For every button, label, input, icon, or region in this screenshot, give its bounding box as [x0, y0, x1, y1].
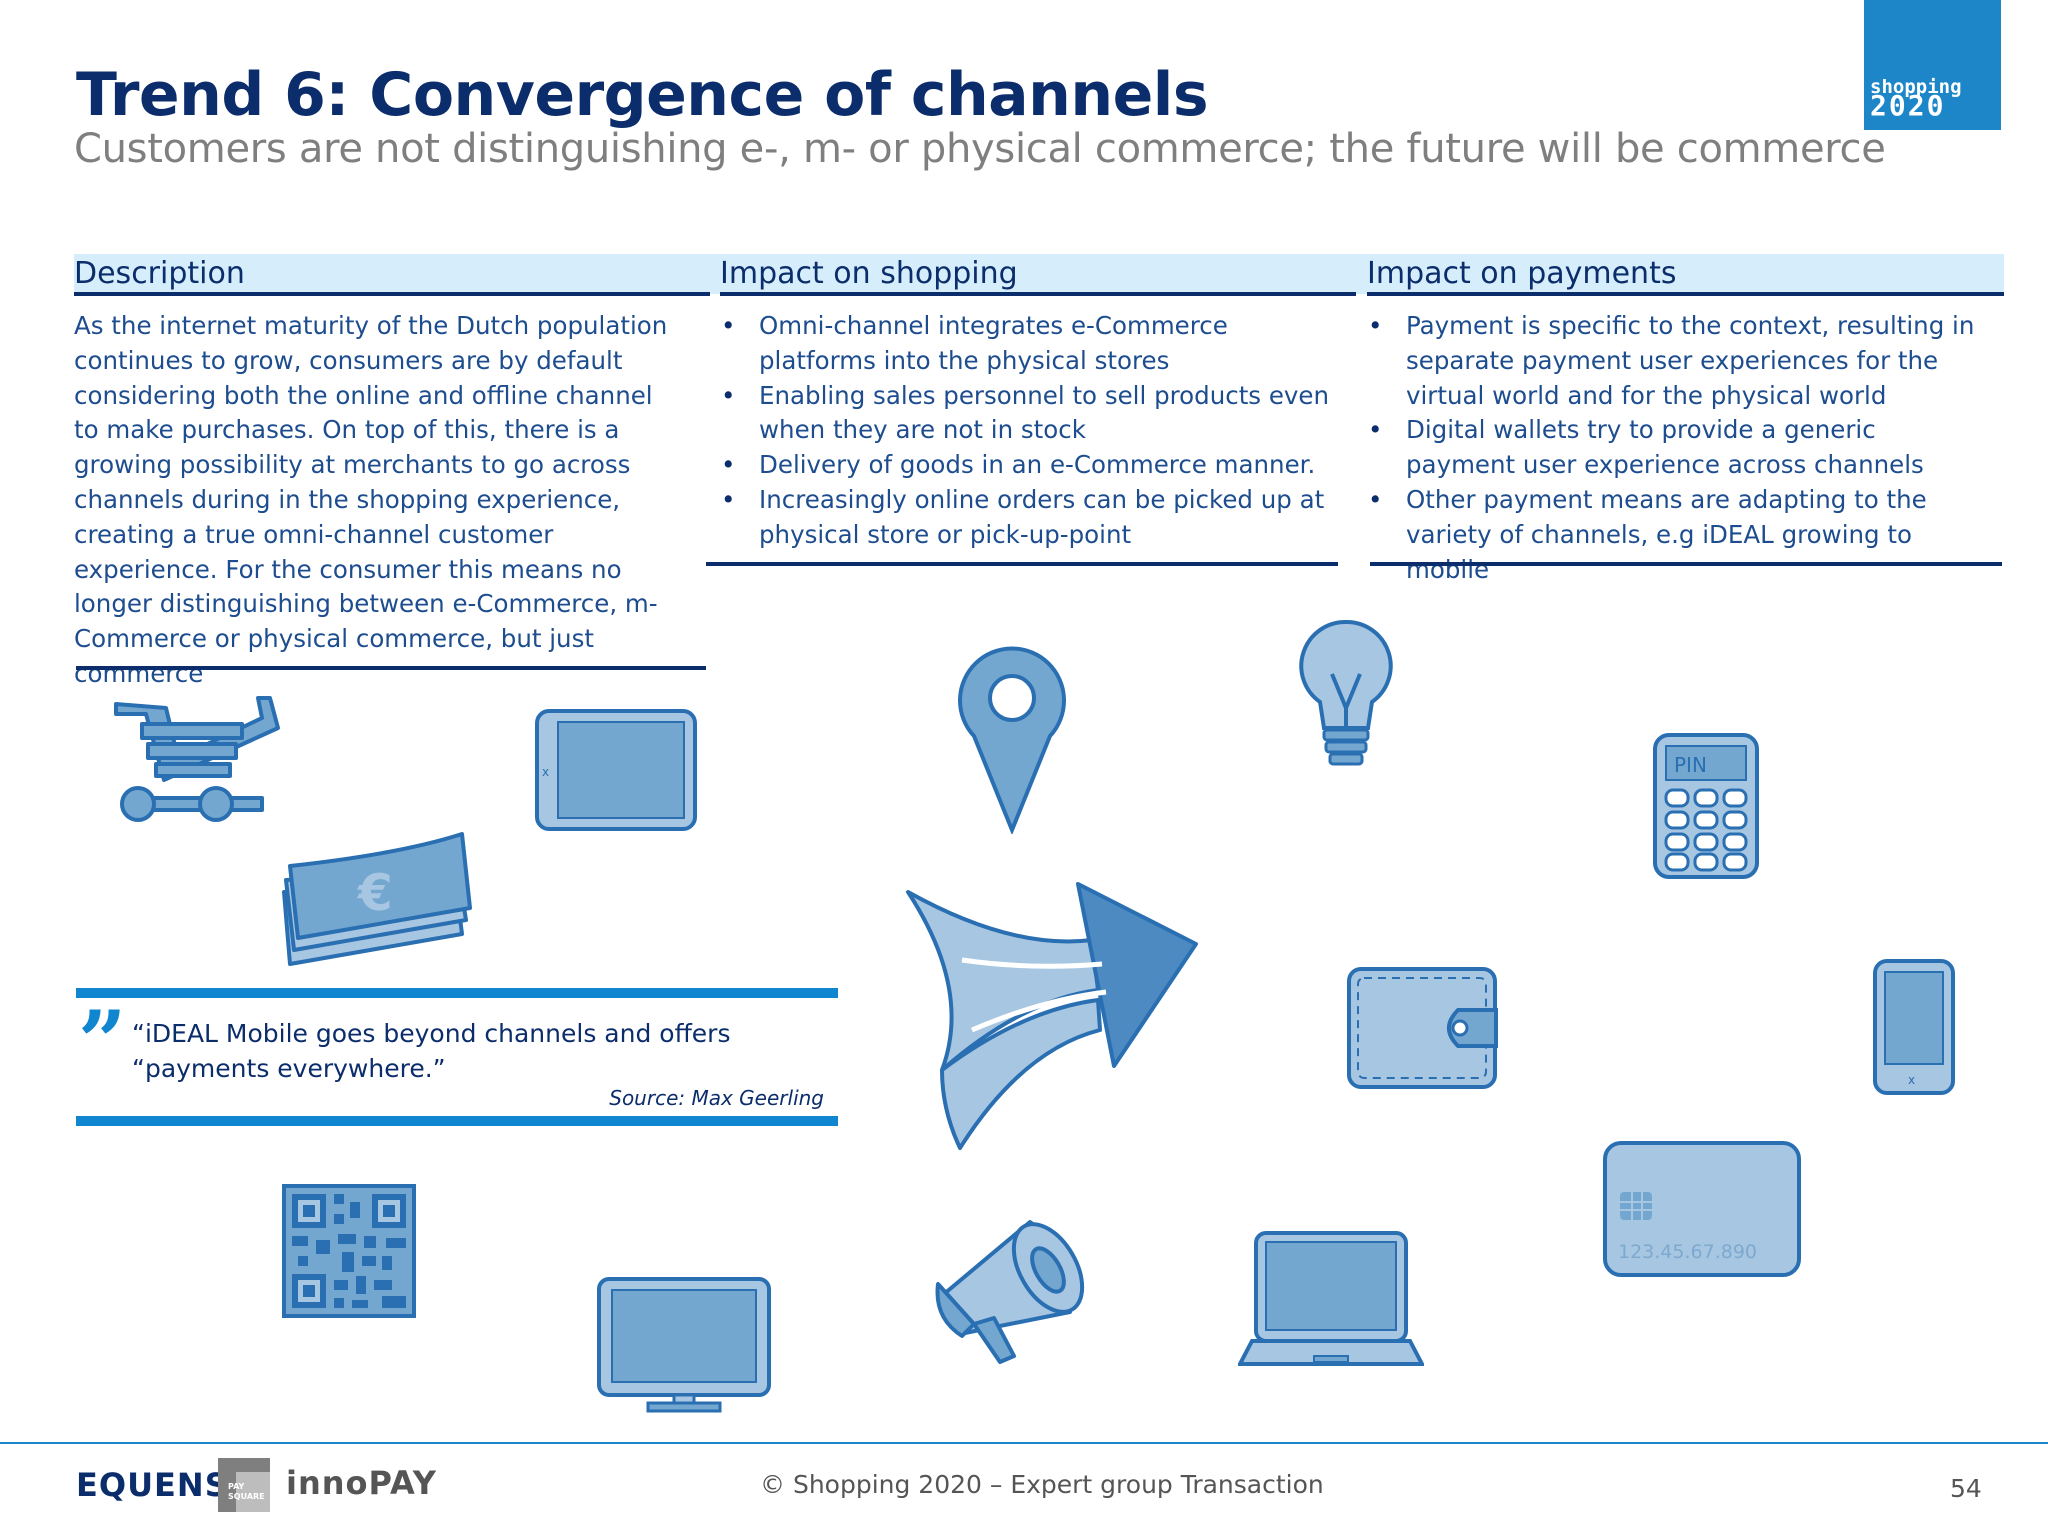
page-number: 54	[1950, 1474, 1982, 1503]
column-header-band	[74, 254, 2004, 294]
description-text: As the internet maturity of the Dutch po…	[74, 311, 668, 688]
column-rule-payments	[1367, 292, 2004, 296]
column-heading-payments: Impact on payments	[1367, 256, 1677, 291]
svg-text:x: x	[1908, 1073, 1915, 1087]
list-item: Enabling sales personnel to sell product…	[719, 379, 1339, 449]
equens-logo: EQUENS	[76, 1466, 229, 1504]
innopay-logo: innoPAY	[286, 1464, 437, 1502]
map-pin-icon	[956, 640, 1068, 834]
logo-text-shopping: shopping	[1870, 76, 1962, 98]
column-rule-description	[74, 292, 710, 296]
lightbulb-icon	[1296, 618, 1396, 774]
shopping-2020-logo: shopping 2020	[1864, 0, 2001, 130]
list-item: Omni-channel integrates e-Commerce platf…	[719, 309, 1339, 379]
qr-code-icon	[282, 1184, 416, 1318]
footer-rule	[0, 1442, 2048, 1444]
shopping-bullet-list: Omni-channel integrates e-Commerce platf…	[719, 309, 1339, 553]
footer-copyright: © Shopping 2020 – Expert group Transacti…	[760, 1470, 1324, 1499]
paysquare-logo: PAY SQUARE	[218, 1458, 270, 1512]
quote-mark-icon: ”	[78, 992, 127, 1091]
banknote-icon: €	[280, 830, 476, 968]
list-item: Payment is specific to the context, resu…	[1366, 309, 1992, 413]
pin-terminal-icon: PIN	[1652, 732, 1760, 880]
quote-text: “iDEAL Mobile goes beyond channels and o…	[132, 1019, 731, 1083]
euro-symbol: €	[357, 864, 393, 922]
column-heading-shopping: Impact on shopping	[720, 256, 1018, 291]
payments-bullet-list: Payment is specific to the context, resu…	[1366, 309, 1992, 587]
quote-top-rule	[76, 988, 838, 998]
card-number: 123.45.67.890	[1618, 1241, 1757, 1263]
laptop-icon	[1238, 1230, 1424, 1370]
list-item: Other payment means are adapting to the …	[1366, 483, 1992, 587]
paysquare-logo-text-2: SQUARE	[228, 1492, 265, 1501]
list-item: Increasingly online orders can be picked…	[719, 483, 1339, 553]
quote-bottom-rule	[76, 1116, 838, 1126]
shopping-bottom-rule	[706, 562, 1338, 566]
arrow-convergence-icon	[902, 880, 1200, 1152]
pin-label: PIN	[1674, 753, 1707, 777]
list-item: Delivery of goods in an e-Commerce manne…	[719, 448, 1339, 483]
list-item: Digital wallets try to provide a generic…	[1366, 413, 1992, 483]
bank-card-icon: 123.45.67.890	[1602, 1140, 1802, 1278]
payments-bottom-rule	[1370, 562, 2002, 566]
column-rule-shopping	[720, 292, 1356, 296]
page-subtitle: Customers are not distinguishing e-, m- …	[74, 126, 1886, 172]
shopping-cart-icon	[112, 694, 288, 826]
wallet-icon	[1346, 966, 1498, 1090]
svg-text:x: x	[542, 765, 549, 779]
page-title: Trend 6: Convergence of channels	[76, 60, 1209, 130]
logo-text-2020: 2020	[1870, 89, 1946, 122]
description-bottom-rule	[76, 666, 706, 670]
monitor-icon	[596, 1276, 772, 1414]
quote-source: Source: Max Geerling	[609, 1086, 824, 1110]
tablet-icon: x	[534, 708, 698, 832]
column-heading-description: Description	[74, 256, 245, 291]
paysquare-logo-text-1: PAY	[228, 1482, 245, 1491]
smartphone-icon: x	[1872, 958, 1956, 1096]
megaphone-icon	[934, 1212, 1092, 1376]
